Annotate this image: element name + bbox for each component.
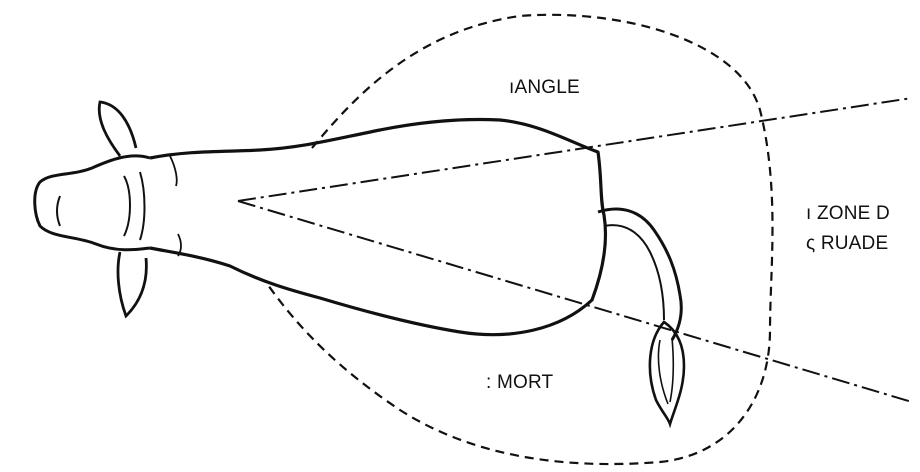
cow-head-detail [57,172,145,240]
label-zone-line1: ı ZONE D [806,203,890,225]
cow-ear-top [99,102,136,156]
cow-tail-tuft-lines [658,338,673,404]
cow-head-outline [35,156,150,250]
label-mort: : MORT [486,372,553,394]
cow-tail-inner [604,225,664,320]
sight-line-upper [238,98,912,201]
cow-neck-folds [170,156,181,256]
cow-ear-bottom [118,252,146,316]
cow-tail-tuft [650,322,684,424]
sight-line-lower [238,201,912,402]
cow-body-outline [150,119,606,334]
label-zone-line2: ς RUADE [806,233,888,255]
label-angle: ıANGLE [509,77,580,99]
